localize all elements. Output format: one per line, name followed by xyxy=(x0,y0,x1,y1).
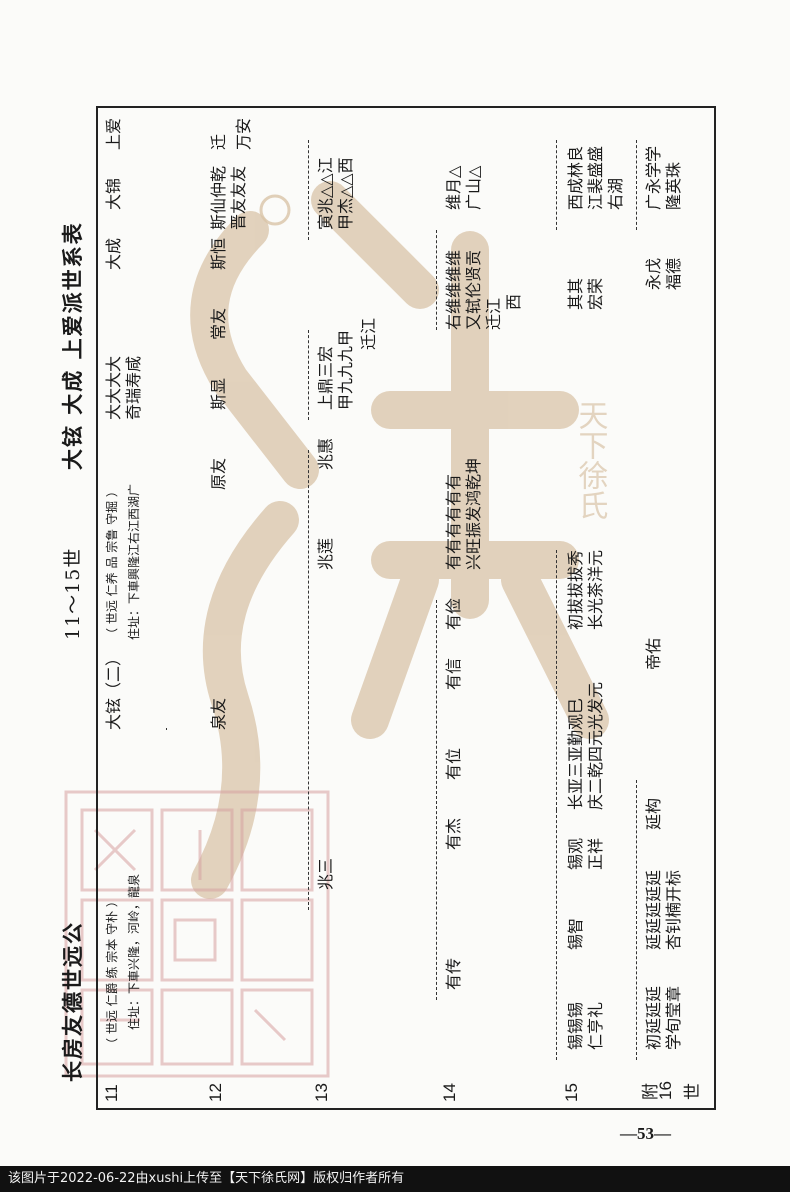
note-lineage-mid: （ 世远 仁养 品 宗鲁 守掘 ） xyxy=(105,485,119,640)
name-zhaosan: 兆三 xyxy=(316,857,335,890)
name-xizhi: 锡智 xyxy=(566,917,585,950)
name-chang-group-b: 庆二乾四元光发元 xyxy=(586,681,605,810)
name-yan-group-2-b: 杏钊楠开标 xyxy=(664,869,683,950)
name-youtai: 有杰 xyxy=(444,817,463,850)
connector-g16 xyxy=(636,780,637,1060)
name-youjian: 有俭 xyxy=(444,597,463,630)
name-xi-group: 锡锡锡 xyxy=(566,1001,585,1050)
watermark-text: 天下徐氏 xyxy=(573,400,609,520)
generation-label-11: 11 xyxy=(102,1084,121,1102)
connector-g15-a xyxy=(556,810,557,1060)
name-siheng: 斯恒 xyxy=(209,237,228,270)
note-residence-mid: 住址：下車興隆江右江西湖广 xyxy=(127,483,141,640)
name-weiyue: 维月△ xyxy=(444,165,463,210)
table-frame xyxy=(96,106,716,1110)
upload-footer: 该图片于2022-06-22由xushi上传至【天下徐氏网】版权归作者所有 xyxy=(0,1166,790,1192)
connector-g16-far xyxy=(636,140,637,230)
scanned-page xyxy=(0,0,790,1166)
name-yan-group-1-b: 学旬莹章 xyxy=(664,985,683,1050)
name-shangding-b: 甲九九九甲 xyxy=(336,329,355,410)
name-youhu: 右湖 xyxy=(606,177,625,210)
generation-label-13: 13 xyxy=(312,1083,331,1102)
name-youwei: 有位 xyxy=(444,747,463,780)
name-chang-group: 长亚三亚勤观巳 xyxy=(566,697,585,810)
name-shangding: 上鼎三宏 xyxy=(316,345,335,410)
name-diyou: 帝佑 xyxy=(644,637,663,670)
name-sixian-group-b: 晋友友友 xyxy=(229,165,248,230)
name-xicheng: 西成林良 xyxy=(566,145,585,210)
name-zhaolian: 兆莲 xyxy=(316,537,335,570)
connector-g13 xyxy=(308,450,309,910)
name-yin: 寅兆△△江 xyxy=(316,157,335,230)
name-youchuan: 有传 xyxy=(444,957,463,990)
connector-g15-b xyxy=(556,550,557,810)
name-sixian: 斯显 xyxy=(209,377,228,410)
name-chu-group: 初拔拔拔秀 xyxy=(566,549,585,630)
name-group-you-b: 兴旺振发鸿乾坤 xyxy=(464,457,483,570)
name-qi: 其其 xyxy=(566,277,585,310)
name-yin-b: 甲杰△△西 xyxy=(336,157,355,230)
table-title-generations: 11～15世 xyxy=(62,547,84,640)
name-yuanyou: 原友 xyxy=(209,457,228,490)
name-group-da: 大大大大 xyxy=(104,355,123,420)
name-group-you: 有有有有有有 xyxy=(444,473,463,570)
name-yongwu: 永戊 xyxy=(644,257,663,290)
name-guangyong: 广永学学 xyxy=(644,145,663,210)
name-zhaohui: 兆惠 xyxy=(316,437,335,470)
name-xiguan: 锡观 xyxy=(566,837,585,870)
watermark-logo: 天下徐氏 xyxy=(190,181,609,899)
name-weiyou-b: 又轼伦贤贡 xyxy=(464,249,483,330)
generation-label-14: 14 xyxy=(440,1083,459,1102)
table-title-right: 大铉 大成 上爱派世系表 xyxy=(60,221,85,470)
generation-label-16: 16 xyxy=(656,1081,675,1100)
name-weiyue-b: 广山△ xyxy=(464,165,483,210)
connector-g15-far xyxy=(556,140,557,230)
seal-stamp xyxy=(64,790,330,1078)
page-number: —53— xyxy=(620,1124,671,1143)
generation-label-15: 15 xyxy=(562,1083,581,1102)
name-qianjiang-2: 迁江 xyxy=(484,297,503,330)
name-qi-b: 宏荣 xyxy=(586,277,605,310)
connector-g13-far xyxy=(308,140,309,240)
generation-label-shi: 世 xyxy=(683,1083,702,1100)
name-shangai: 上爱 xyxy=(104,117,123,150)
name-guangyong-b: 隆英珠 xyxy=(664,161,683,210)
name-changyou: 常友 xyxy=(209,307,228,340)
name-dazhong: 大铉（二） xyxy=(104,649,123,730)
name-wanan: 万安 xyxy=(234,117,253,150)
name-yan-group-2: 延延延延延 xyxy=(644,869,663,950)
name-xi: 西 xyxy=(504,293,523,310)
name-xi-group-b: 仁亨礼 xyxy=(586,1001,605,1050)
name-jiang-qian: 迁 xyxy=(209,133,228,150)
name-dajin: 大锦 xyxy=(104,177,123,210)
genealogy-table: 长房友德世远公 11～15世 大铉 大成 上爱派世系表 11 12 13 14 … xyxy=(56,106,720,1110)
name-xicheng-b: 江裴盛盛 xyxy=(586,145,605,210)
name-quanyou: 泉友 xyxy=(209,697,228,730)
name-xiguan-b: 正祥 xyxy=(586,837,605,870)
note-lineage-left: （ 世远 仁爵 练 宗本 守朴 ） xyxy=(105,895,119,1050)
connector-g14 xyxy=(436,600,437,1000)
connector-g14-right xyxy=(436,230,437,330)
name-group-da-b: 奇瑞寿咸 xyxy=(124,355,143,420)
name-qianjiang: 迁江 xyxy=(359,317,378,350)
generation-label-12: 12 xyxy=(206,1083,225,1102)
name-chu-group-b: 长光茶洋元 xyxy=(586,549,605,630)
name-youxin: 有信 xyxy=(444,657,463,690)
name-weiyou: 右维维维维 xyxy=(444,249,463,330)
tick-a xyxy=(166,728,167,730)
name-yongwu-b: 福德 xyxy=(664,257,683,290)
table-title-left: 长房友德世远公 xyxy=(60,921,85,1082)
connector-g13-right xyxy=(308,330,309,420)
name-dacheng: 大成 xyxy=(104,237,123,270)
name-yan-group-1: 初延延延 xyxy=(644,985,663,1050)
name-sixian-group: 斯仙仲乾 xyxy=(209,165,228,230)
name-yangou: 延构 xyxy=(644,797,663,830)
note-residence-left: 住址：下車兴隆，河岭，龍泉 xyxy=(127,873,141,1030)
